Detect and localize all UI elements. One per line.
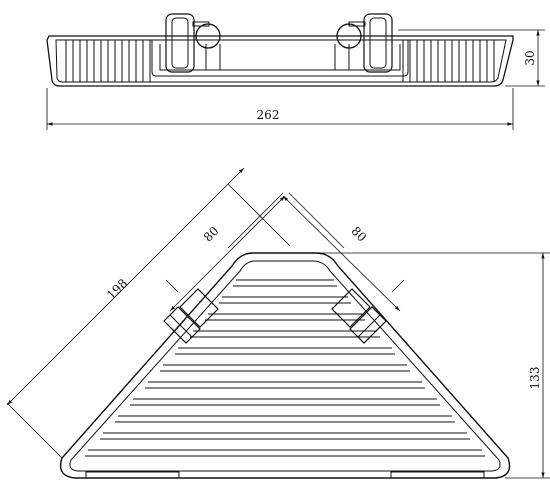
top-view-wires xyxy=(85,279,485,457)
diagonal-dimension: 198 xyxy=(6,167,291,459)
right-side-dimension: 80 xyxy=(282,192,405,312)
height-dimension-label: 30 xyxy=(523,50,537,65)
width-dimension-label: 262 xyxy=(257,108,280,122)
left-side-dimension-label: 80 xyxy=(201,224,222,245)
depth-dimension-label: 133 xyxy=(528,367,542,390)
front-left-wires xyxy=(65,40,151,82)
front-view: 30 262 xyxy=(46,13,545,130)
right-side-dimension-label: 80 xyxy=(348,224,369,245)
top-view: 198 80 80 133 xyxy=(6,167,550,479)
top-left-mount xyxy=(163,288,219,344)
depth-dimension: 133 xyxy=(320,252,550,479)
front-basket-body xyxy=(46,35,514,87)
front-right-mount xyxy=(336,13,393,73)
diagonal-dimension-label: 198 xyxy=(104,276,130,302)
height-dimension: 30 xyxy=(398,29,545,87)
top-view-feet xyxy=(85,471,485,479)
front-right-wires xyxy=(402,40,495,82)
front-left-mount xyxy=(165,13,221,73)
left-side-dimension: 80 xyxy=(165,192,286,312)
width-dimension: 262 xyxy=(46,88,514,130)
